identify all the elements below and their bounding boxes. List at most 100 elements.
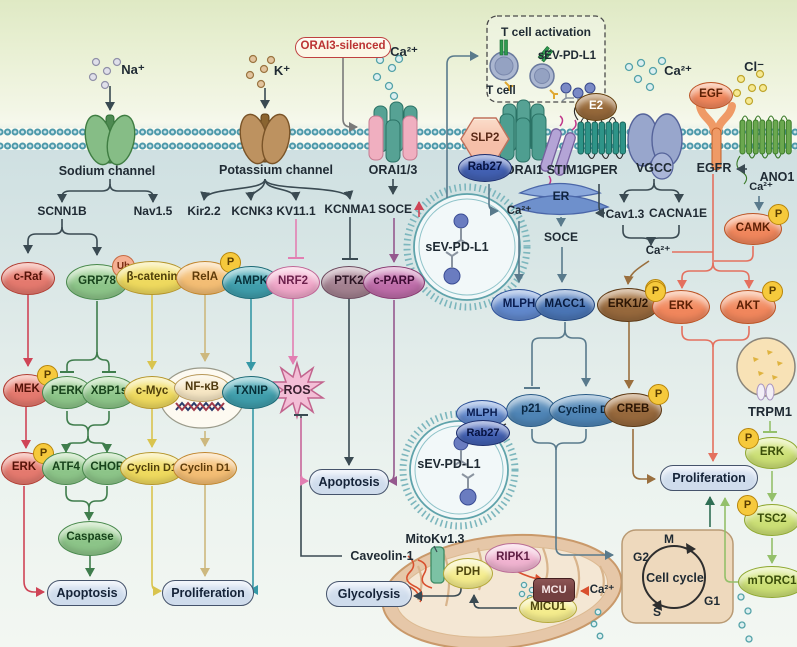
mlph-upper-node-text: MLPH <box>502 298 536 311</box>
tcell-label: T cell <box>479 86 523 98</box>
ripk1-node: RIPK1 <box>485 543 541 573</box>
mtorc1-node: mTORC1 <box>738 566 797 598</box>
apoptosis-mid-box: Apoptosis <box>309 469 389 495</box>
cav13-label: Cav1.3 <box>599 208 651 221</box>
erk-green-node-text: ERK <box>759 446 785 459</box>
camk-node-text: CAMK <box>735 222 771 235</box>
tcell-activation-label-text: T cell activation <box>500 25 592 39</box>
gper-label-text: GPER <box>582 162 618 177</box>
er-label: ER <box>548 190 574 203</box>
soce-right-label: SOCE <box>538 231 584 244</box>
craf-node-text: c-Raf <box>13 271 43 284</box>
orai1-label: ORAI1 <box>496 163 552 177</box>
tcell-label-text: T cell <box>486 85 516 98</box>
ca-vgcc-label: Ca²⁺ <box>655 62 701 78</box>
ion-dots <box>88 54 768 643</box>
orai1-channel-icon <box>499 99 547 163</box>
soce-label: SOCE <box>373 203 417 216</box>
gper-label: GPER <box>576 163 624 177</box>
xbp1s-node-text: XBP1s <box>90 385 128 398</box>
perk-node-text: PERK <box>51 385 83 398</box>
orai13-channel-icon <box>368 101 418 163</box>
sev-pdl1-v2-label: sEV-PD-L1 <box>406 458 492 471</box>
mtorc1-node-text: mTORC1 <box>747 575 797 588</box>
orai1-label-text: ORAI1 <box>504 162 544 177</box>
sodium-channel-label-text: Sodium channel <box>58 163 156 178</box>
egfr-label-text: EGFR <box>696 160 732 175</box>
ptk2-node-text: PTK2 <box>334 275 364 288</box>
er-label-text: ER <box>552 189 570 203</box>
cellcycle-label: Cell cycle <box>637 572 713 585</box>
creb-node-badge: P <box>648 384 669 405</box>
mitokv13-label: MitoKv1.3 <box>395 533 475 546</box>
tcell-activation-box-graphic <box>486 15 606 103</box>
ca-top-label-text: Ca²⁺ <box>390 43 418 59</box>
phase-g1-label-text: G1 <box>703 594 720 608</box>
orai13-label: ORAI1/3 <box>358 163 428 177</box>
macc1-node: MACC1 <box>535 289 595 321</box>
egf-node-text: EGF <box>699 88 723 101</box>
erk-left-node-text: ERK <box>11 461 37 474</box>
sev-pdl1-v1-label: sEV-PD-L1 <box>414 241 500 254</box>
cyclined1-node-text: Cycline D1 <box>557 403 615 416</box>
cav13-label-text: Cav1.3 <box>605 207 645 221</box>
cellcycle-label-text: Cell cycle <box>646 570 704 585</box>
cparp-node: c-PARP <box>363 265 425 299</box>
nav15-label-text: Nav1.5 <box>133 204 173 218</box>
soce-label-text: SOCE <box>377 202 412 216</box>
e2-node: E2 <box>575 93 617 121</box>
ca-orai1-label: Ca²⁺ <box>499 206 539 219</box>
mcu-node-text: MCU <box>541 583 567 596</box>
k-label-text: K⁺ <box>273 62 291 78</box>
camk-node-badge: P <box>768 204 789 225</box>
cl-label-text: Cl⁻ <box>744 58 764 74</box>
cmyc-node: c-Myc <box>124 375 180 409</box>
phase-m-label-text: M <box>664 532 674 546</box>
trpm1-label: TRPM1 <box>740 404 797 418</box>
bcatenin-node: β-catenin <box>116 261 188 295</box>
proliferation-right-box: Proliferation <box>660 465 758 491</box>
cacna1e-label-text: CACNA1E <box>648 206 707 220</box>
kir22-label-text: Kir2.2 <box>187 204 221 218</box>
phase-s-label-text: S <box>652 605 661 619</box>
ca-ano1-label-text: Ca²⁺ <box>749 180 773 193</box>
egf-node: EGF <box>689 81 733 109</box>
k-label: K⁺ <box>265 62 299 78</box>
mlph-vesicle-node-text: MLPH <box>466 406 498 419</box>
cl-label: Cl⁻ <box>737 58 771 74</box>
nrf2-node: NRF2 <box>266 265 320 299</box>
ampk-node-text: AMPK <box>234 275 268 288</box>
rab27-membrane-node-text: Rab27 <box>467 161 503 174</box>
er-icon <box>510 182 610 216</box>
pdh-node: PDH <box>443 557 493 589</box>
tsc2-node-badge: P <box>737 495 758 516</box>
kcnma1-label-text: KCNMA1 <box>324 202 376 216</box>
sev-pdl1-v2-label-text: sEV-PD-L1 <box>417 456 481 471</box>
macc1-node-text: MACC1 <box>544 298 586 311</box>
ca-top-label: Ca²⁺ <box>381 43 427 59</box>
stim1-label-text: STIM1 <box>546 162 584 177</box>
mek-node-text: MEK <box>14 383 40 396</box>
proliferation-left-box-text: Proliferation <box>171 585 245 600</box>
cmyc-node-text: c-Myc <box>135 385 169 398</box>
kcnk3-label-text: KCNK3 <box>231 204 273 218</box>
sev-pdl1-tcell-label: sEV-PD-L1 <box>526 51 608 63</box>
ripk1-node-text: RIPK1 <box>496 551 530 564</box>
apoptosis-mid-box-text: Apoptosis <box>318 474 380 489</box>
trpm1-icon <box>736 337 796 401</box>
ano1-label-text: ANO1 <box>759 169 795 184</box>
potassium-channel-label-text: Potassium channel <box>219 162 333 177</box>
erk12-node-text: ERK1/2 <box>607 298 649 311</box>
creb-node-text: CREB <box>616 403 650 416</box>
apoptosis-left-box: Apoptosis <box>47 580 127 606</box>
ros-star-icon <box>268 360 326 420</box>
orai3-silenced-box: ORAI3-silenced <box>295 36 391 58</box>
cyclind1-y-node-text: Cyclin D1 <box>126 461 178 474</box>
slp2-node-text: SLP2 <box>470 132 500 145</box>
caspase-node-text: Caspase <box>66 531 114 544</box>
